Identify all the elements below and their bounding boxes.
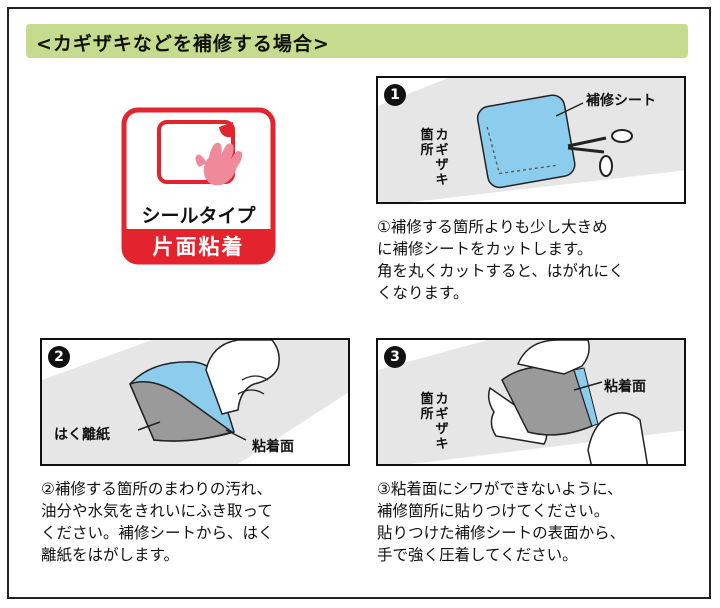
step-2-number: 2 bbox=[48, 346, 70, 368]
hand-icon bbox=[516, 340, 649, 464]
step-3-description: ③粘着面にシワができないように、 補修箇所に貼りつけてください。 貼りつけた補修… bbox=[377, 480, 626, 564]
step-1-description: ①補修する箇所よりも少し大きめ に補修シートをカットします。 角を丸くカットする… bbox=[377, 218, 625, 302]
seal-type-badge: シールタイプ 片面粘着 bbox=[121, 107, 276, 265]
badge-label-top: シールタイプ bbox=[141, 205, 256, 227]
step-1-number: 1 bbox=[384, 84, 406, 106]
step-2-backing-label: はく離紙 bbox=[54, 427, 110, 443]
scissors-icon bbox=[567, 129, 633, 177]
step-1-area-label-col2: カギザキ bbox=[435, 128, 449, 188]
step-2-scene bbox=[42, 340, 348, 464]
step-3-area-label-col1: 箇所 bbox=[420, 392, 434, 422]
badge-label-bottom: 片面粘着 bbox=[152, 235, 245, 259]
step-2-description: ②補修する箇所のまわりの汚れ、 油分や水気をきれいにふき取って ください。補修シ… bbox=[41, 480, 274, 564]
step-3-scene bbox=[378, 340, 684, 464]
step-3-illustration: 3 粘着面 箇所 カギザキ bbox=[376, 338, 686, 466]
step-1-illustration: 1 補修シート 箇所 カギザキ bbox=[376, 76, 686, 204]
step-2-illustration: 2 はく離紙 粘着面 bbox=[40, 338, 350, 466]
hand-icon bbox=[205, 340, 280, 415]
seal-badge-graphic bbox=[121, 107, 276, 265]
header-bar bbox=[26, 24, 688, 58]
step-1-sheet-label: 補修シート bbox=[586, 93, 656, 109]
step-3-number: 3 bbox=[384, 346, 406, 368]
step-3-adhesive-label: 粘着面 bbox=[604, 379, 646, 395]
step-3-area-label-col2: カギザキ bbox=[435, 392, 449, 452]
step-1-scene bbox=[378, 78, 684, 202]
page-title: <カギザキなどを補修する場合> bbox=[36, 33, 330, 55]
step-2-adhesive-label: 粘着面 bbox=[252, 439, 294, 455]
step-1-area-label-col1: 箇所 bbox=[420, 128, 434, 158]
